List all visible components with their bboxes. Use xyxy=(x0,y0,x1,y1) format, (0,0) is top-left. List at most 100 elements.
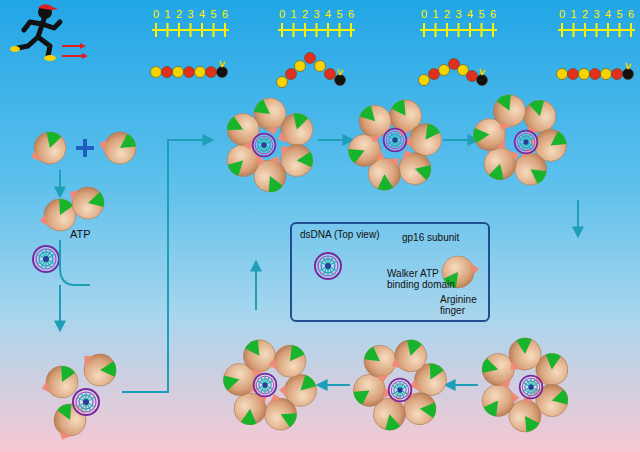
ruler-tick xyxy=(178,23,180,37)
bead xyxy=(162,67,173,78)
ruler-tick xyxy=(316,23,318,37)
hexamer xyxy=(344,326,449,441)
bead-chain xyxy=(151,53,634,88)
plus-sign xyxy=(76,139,94,157)
ruler-number: 5 xyxy=(210,8,216,20)
bead xyxy=(151,67,162,78)
ruler-tick xyxy=(573,23,575,37)
arrow xyxy=(60,240,90,320)
bead xyxy=(419,75,430,86)
ruler-tick xyxy=(596,23,598,37)
ruler-tick xyxy=(167,23,169,37)
ruler-tick xyxy=(435,23,437,37)
legend-text: Arginine finger xyxy=(440,294,484,316)
dsdna xyxy=(33,246,59,272)
bead xyxy=(184,67,195,78)
dsdna xyxy=(253,134,276,157)
legend-text: gp16 subunit xyxy=(402,232,482,243)
ruler-tick xyxy=(584,23,586,37)
ruler-number: 5 xyxy=(336,8,342,20)
bead xyxy=(286,69,297,80)
ruler xyxy=(152,23,635,37)
arrow xyxy=(122,140,212,392)
bead xyxy=(277,77,288,88)
ruler-tick xyxy=(458,23,460,37)
ruler-tick xyxy=(481,23,483,37)
dsdna xyxy=(389,379,412,402)
subunit-slot xyxy=(340,89,409,157)
ruler-tick xyxy=(213,23,215,37)
subunit-slot xyxy=(253,327,322,395)
legend-text: dsDNA (Top view) xyxy=(300,229,395,240)
ruler-number: 4 xyxy=(325,8,331,20)
bead xyxy=(623,69,634,80)
ruler-number: 4 xyxy=(467,8,473,20)
bead xyxy=(568,69,579,80)
bead xyxy=(439,65,450,76)
bead xyxy=(429,69,440,80)
bead xyxy=(590,69,601,80)
bead xyxy=(173,67,184,78)
ruler-tick xyxy=(446,23,448,37)
ruler-tick xyxy=(190,23,192,37)
ruler-tick xyxy=(304,23,306,37)
ruler-number: 4 xyxy=(199,8,205,20)
ruler-number: 6 xyxy=(628,8,634,20)
hexamer-states xyxy=(210,82,577,441)
ruler-number: 0 xyxy=(559,8,565,20)
ruler-tick xyxy=(224,23,226,37)
bead xyxy=(295,61,306,72)
gp16-subunit xyxy=(343,129,391,175)
hexamer xyxy=(338,89,447,203)
gp16-subunit xyxy=(62,177,111,225)
bead xyxy=(206,67,217,78)
dsdna xyxy=(315,253,341,279)
bead-tail xyxy=(626,63,631,69)
hexamer xyxy=(463,82,572,196)
gp16-subunit xyxy=(25,127,71,170)
ruler-number: 2 xyxy=(444,8,450,20)
ruler-tick xyxy=(293,23,295,37)
bead xyxy=(315,61,326,72)
ruler-number: 6 xyxy=(348,8,354,20)
dsdna xyxy=(254,374,277,397)
bead xyxy=(612,69,623,80)
ruler-number: 3 xyxy=(313,8,319,20)
gp16-subunit xyxy=(405,124,442,156)
bead-tail xyxy=(480,69,485,75)
atp-label: ATP xyxy=(70,228,91,240)
ruler-number: 2 xyxy=(302,8,308,20)
ruler-tick xyxy=(350,23,352,37)
ruler-tick xyxy=(607,23,609,37)
ruler-tick xyxy=(423,23,425,37)
gp16-subunit xyxy=(499,331,548,379)
bead xyxy=(325,69,336,80)
ruler-number: 0 xyxy=(279,8,285,20)
ruler-number: 6 xyxy=(490,8,496,20)
gp16-subunit xyxy=(515,148,547,185)
ruler-tick xyxy=(281,23,283,37)
ruler-number: 2 xyxy=(582,8,588,20)
ruler-number: 2 xyxy=(176,8,182,20)
ruler-tick xyxy=(492,23,494,37)
dsdna xyxy=(73,389,99,415)
gp16-subunit xyxy=(485,89,531,137)
subunit-slot xyxy=(377,326,439,388)
bead-tail xyxy=(338,69,343,75)
gp16-subunit xyxy=(74,344,122,393)
bead xyxy=(217,67,228,78)
bead xyxy=(557,69,568,80)
ruler-number: 5 xyxy=(478,8,484,20)
gp16-subunit xyxy=(269,345,306,377)
ruler-number: 0 xyxy=(421,8,427,20)
gp16-subunit xyxy=(482,385,519,417)
ruler-number: 1 xyxy=(290,8,296,20)
ruler-tick xyxy=(155,23,157,37)
cycle-arrows xyxy=(256,140,578,385)
ruler-number: 3 xyxy=(187,8,193,20)
dsdna xyxy=(520,376,543,399)
ruler-tick xyxy=(561,23,563,37)
gp16-subunit xyxy=(237,335,280,381)
ruler-number: 3 xyxy=(455,8,461,20)
